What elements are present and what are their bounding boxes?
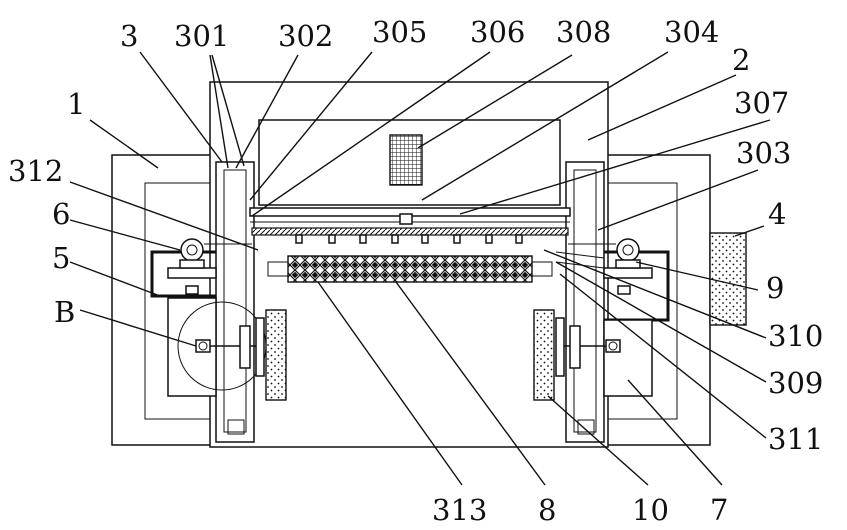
- right-rail: [566, 162, 604, 442]
- label-312: 312: [8, 154, 63, 188]
- label-306: 306: [470, 15, 525, 49]
- label-311: 311: [768, 422, 823, 456]
- label-302: 302: [278, 19, 333, 53]
- label-7: 7: [710, 493, 728, 527]
- label-3: 3: [120, 19, 138, 53]
- label-8: 8: [538, 493, 556, 527]
- textured-roller: [288, 256, 532, 282]
- label-301: 301: [174, 19, 229, 53]
- label-309: 309: [768, 366, 823, 400]
- label-304: 304: [664, 15, 719, 49]
- label-303: 303: [736, 136, 791, 170]
- label-307: 307: [734, 86, 789, 120]
- right-pulley: [616, 239, 640, 268]
- label-9: 9: [766, 271, 784, 305]
- label-B: B: [54, 295, 75, 329]
- left-pulley: [180, 239, 204, 268]
- top-mesh-block: [390, 135, 422, 185]
- side-block: [710, 233, 746, 325]
- label-310: 310: [768, 319, 823, 353]
- left-pad: [266, 310, 286, 400]
- right-pad: [534, 310, 554, 400]
- label-2: 2: [732, 43, 750, 77]
- label-313: 313: [432, 493, 487, 527]
- label-1: 1: [67, 87, 85, 121]
- label-10: 10: [632, 493, 669, 527]
- label-5: 5: [52, 241, 70, 275]
- upper-beam: [250, 208, 570, 224]
- label-308: 308: [556, 15, 611, 49]
- label-6: 6: [52, 197, 70, 231]
- label-305: 305: [372, 15, 427, 49]
- label-4: 4: [768, 197, 786, 231]
